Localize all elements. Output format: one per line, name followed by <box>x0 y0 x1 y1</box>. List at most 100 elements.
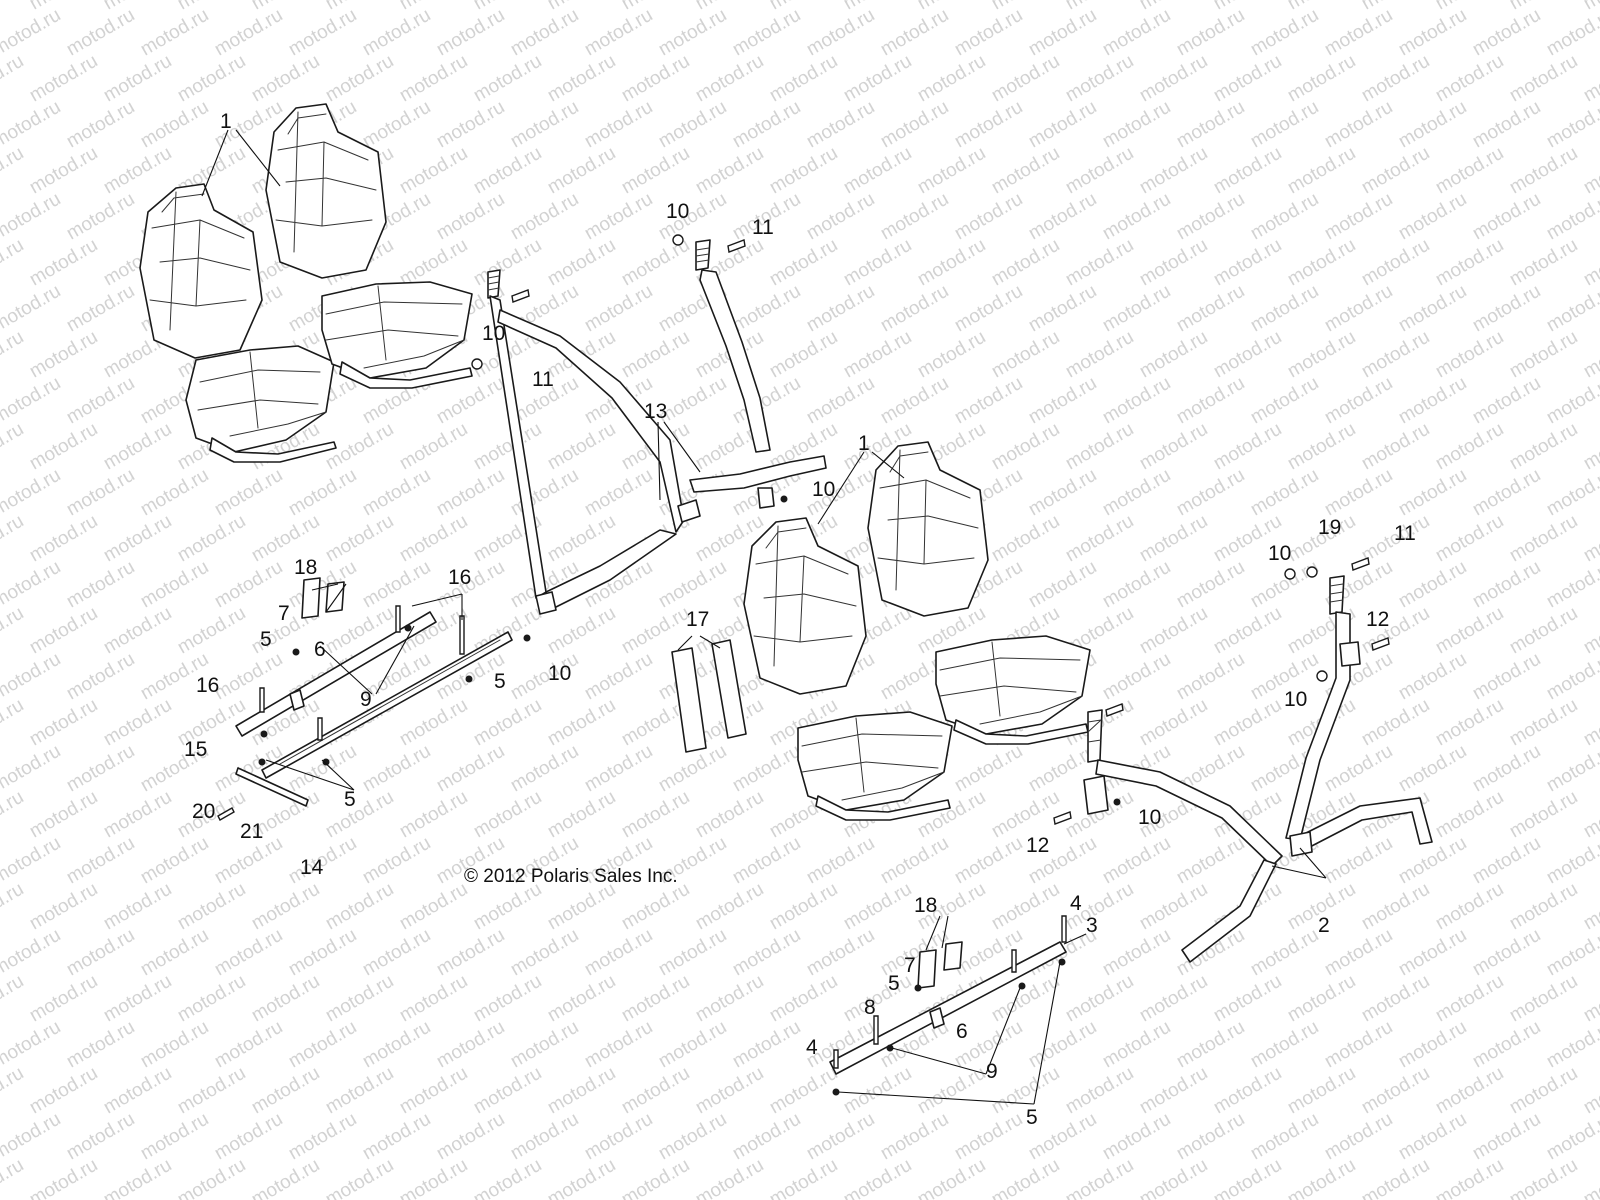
watermark-text: motod.ru <box>1395 833 1470 889</box>
watermark-text: motod.ru <box>1025 557 1100 613</box>
watermark-text: motod.ru <box>766 327 841 383</box>
watermark-text: motod.ru <box>1432 603 1507 659</box>
watermark-text: motod.ru <box>766 879 841 935</box>
watermark-text: motod.ru <box>285 1017 360 1073</box>
callout-5c: 5 <box>344 788 356 811</box>
watermark-text: motod.ru <box>137 925 212 981</box>
watermark-text: motod.ru <box>1506 1155 1581 1200</box>
watermark-text: motod.ru <box>1247 1017 1322 1073</box>
callout-10f: 10 <box>1284 688 1307 711</box>
callout-12b: 12 <box>1026 834 1049 857</box>
watermark-text: motod.ru <box>100 143 175 199</box>
watermark-text: motod.ru <box>1358 695 1433 751</box>
watermark-text: motod.ru <box>1580 143 1600 199</box>
callout-11a: 11 <box>752 216 774 239</box>
watermark-text: motod.ru <box>1469 741 1544 797</box>
watermark-text: motod.ru <box>433 925 508 981</box>
watermark-text: motod.ru <box>470 695 545 751</box>
watermark-text: motod.ru <box>396 235 471 291</box>
watermark-text: motod.ru <box>1506 695 1581 751</box>
watermark-text: motod.ru <box>803 833 878 889</box>
watermark-text: motod.ru <box>914 0 989 14</box>
watermark-text: motod.ru <box>1247 97 1322 153</box>
watermark-text: motod.ru <box>0 741 64 797</box>
callout-17: 17 <box>686 608 709 631</box>
watermark-text: motod.ru <box>26 787 101 843</box>
watermark-text: motod.ru <box>1025 1017 1100 1073</box>
watermark-text: motod.ru <box>1580 235 1600 291</box>
watermark-text: motod.ru <box>1210 327 1285 383</box>
watermark-text: motod.ru <box>581 5 656 61</box>
watermark-text: motod.ru <box>0 879 27 935</box>
watermark-text: motod.ru <box>1580 879 1600 935</box>
watermark-text: motod.ru <box>1210 1155 1285 1200</box>
watermark-text: motod.ru <box>1247 925 1322 981</box>
callout-11c: 11 <box>1394 522 1416 545</box>
watermark-text: motod.ru <box>1321 1017 1396 1073</box>
watermark-text: motod.ru <box>877 97 952 153</box>
watermark-text: motod.ru <box>470 419 545 475</box>
watermark-text: motod.ru <box>1469 1109 1544 1165</box>
watermark-text: motod.ru <box>1099 1109 1174 1165</box>
watermark-text: motod.ru <box>396 143 471 199</box>
seat-a2 <box>265 103 473 389</box>
watermark-text: motod.ru <box>1580 603 1600 659</box>
watermark-text: motod.ru <box>951 189 1026 245</box>
watermark-text: motod.ru <box>692 787 767 843</box>
watermark-text: motod.ru <box>1395 97 1470 153</box>
watermark-text: motod.ru <box>26 0 101 14</box>
watermark-text: motod.ru <box>1173 5 1248 61</box>
leader-lines <box>201 129 1327 1105</box>
watermark-text: motod.ru <box>1580 1063 1600 1119</box>
watermark-text: motod.ru <box>211 1017 286 1073</box>
watermark-text: motod.ru <box>581 189 656 245</box>
callout-12a: 12 <box>1366 608 1389 631</box>
watermark-text: motod.ru <box>1284 235 1359 291</box>
seat-b2 <box>867 441 1091 745</box>
watermark-text: motod.ru <box>63 649 138 705</box>
callout-10d: 10 <box>548 662 571 685</box>
watermark-text: motod.ru <box>322 971 397 1027</box>
watermark-text: motod.ru <box>618 971 693 1027</box>
callout-7b: 7 <box>904 954 916 977</box>
callout-5d: 5 <box>888 972 900 995</box>
watermark-text: motod.ru <box>1469 189 1544 245</box>
watermark-text: motod.ru <box>0 51 27 107</box>
watermark-text: motod.ru <box>1136 0 1211 14</box>
watermark-text: motod.ru <box>914 1155 989 1200</box>
watermark-text: motod.ru <box>285 5 360 61</box>
watermark-text: motod.ru <box>26 971 101 1027</box>
watermark-text: motod.ru <box>322 51 397 107</box>
watermark-text: motod.ru <box>1321 373 1396 429</box>
watermark-text: motod.ru <box>1136 511 1211 567</box>
watermark-text: motod.ru <box>1062 1155 1137 1200</box>
watermark-text: motod.ru <box>396 695 471 751</box>
watermark-text: motod.ru <box>1173 557 1248 613</box>
watermark-text: motod.ru <box>100 0 175 14</box>
watermark-text: motod.ru <box>359 557 434 613</box>
watermark-text: motod.ru <box>803 5 878 61</box>
watermark-text: motod.ru <box>0 97 64 153</box>
watermark-text: motod.ru <box>544 695 619 751</box>
watermark-text: motod.ru <box>359 1017 434 1073</box>
watermark-text: motod.ru <box>63 281 138 337</box>
callout-10b: 10 <box>482 322 505 345</box>
watermark-text: motod.ru <box>1321 1109 1396 1165</box>
watermark-text: motod.ru <box>1062 327 1137 383</box>
watermark-text: motod.ru <box>1210 603 1285 659</box>
watermark-text: motod.ru <box>1469 649 1544 705</box>
watermark-text: motod.ru <box>248 1063 323 1119</box>
callout-4a: 4 <box>1070 892 1082 915</box>
callout-6b: 6 <box>956 1020 968 1043</box>
watermark-text: motod.ru <box>285 925 360 981</box>
watermark-text: motod.ru <box>840 143 915 199</box>
watermark-text: motod.ru <box>470 1063 545 1119</box>
watermark-text: motod.ru <box>1358 143 1433 199</box>
watermark-text: motod.ru <box>877 373 952 429</box>
watermark-text: motod.ru <box>951 833 1026 889</box>
watermark-text: motod.ru <box>1099 557 1174 613</box>
watermark-text: motod.ru <box>1173 833 1248 889</box>
watermark-text: motod.ru <box>248 51 323 107</box>
watermark-text: motod.ru <box>100 419 175 475</box>
